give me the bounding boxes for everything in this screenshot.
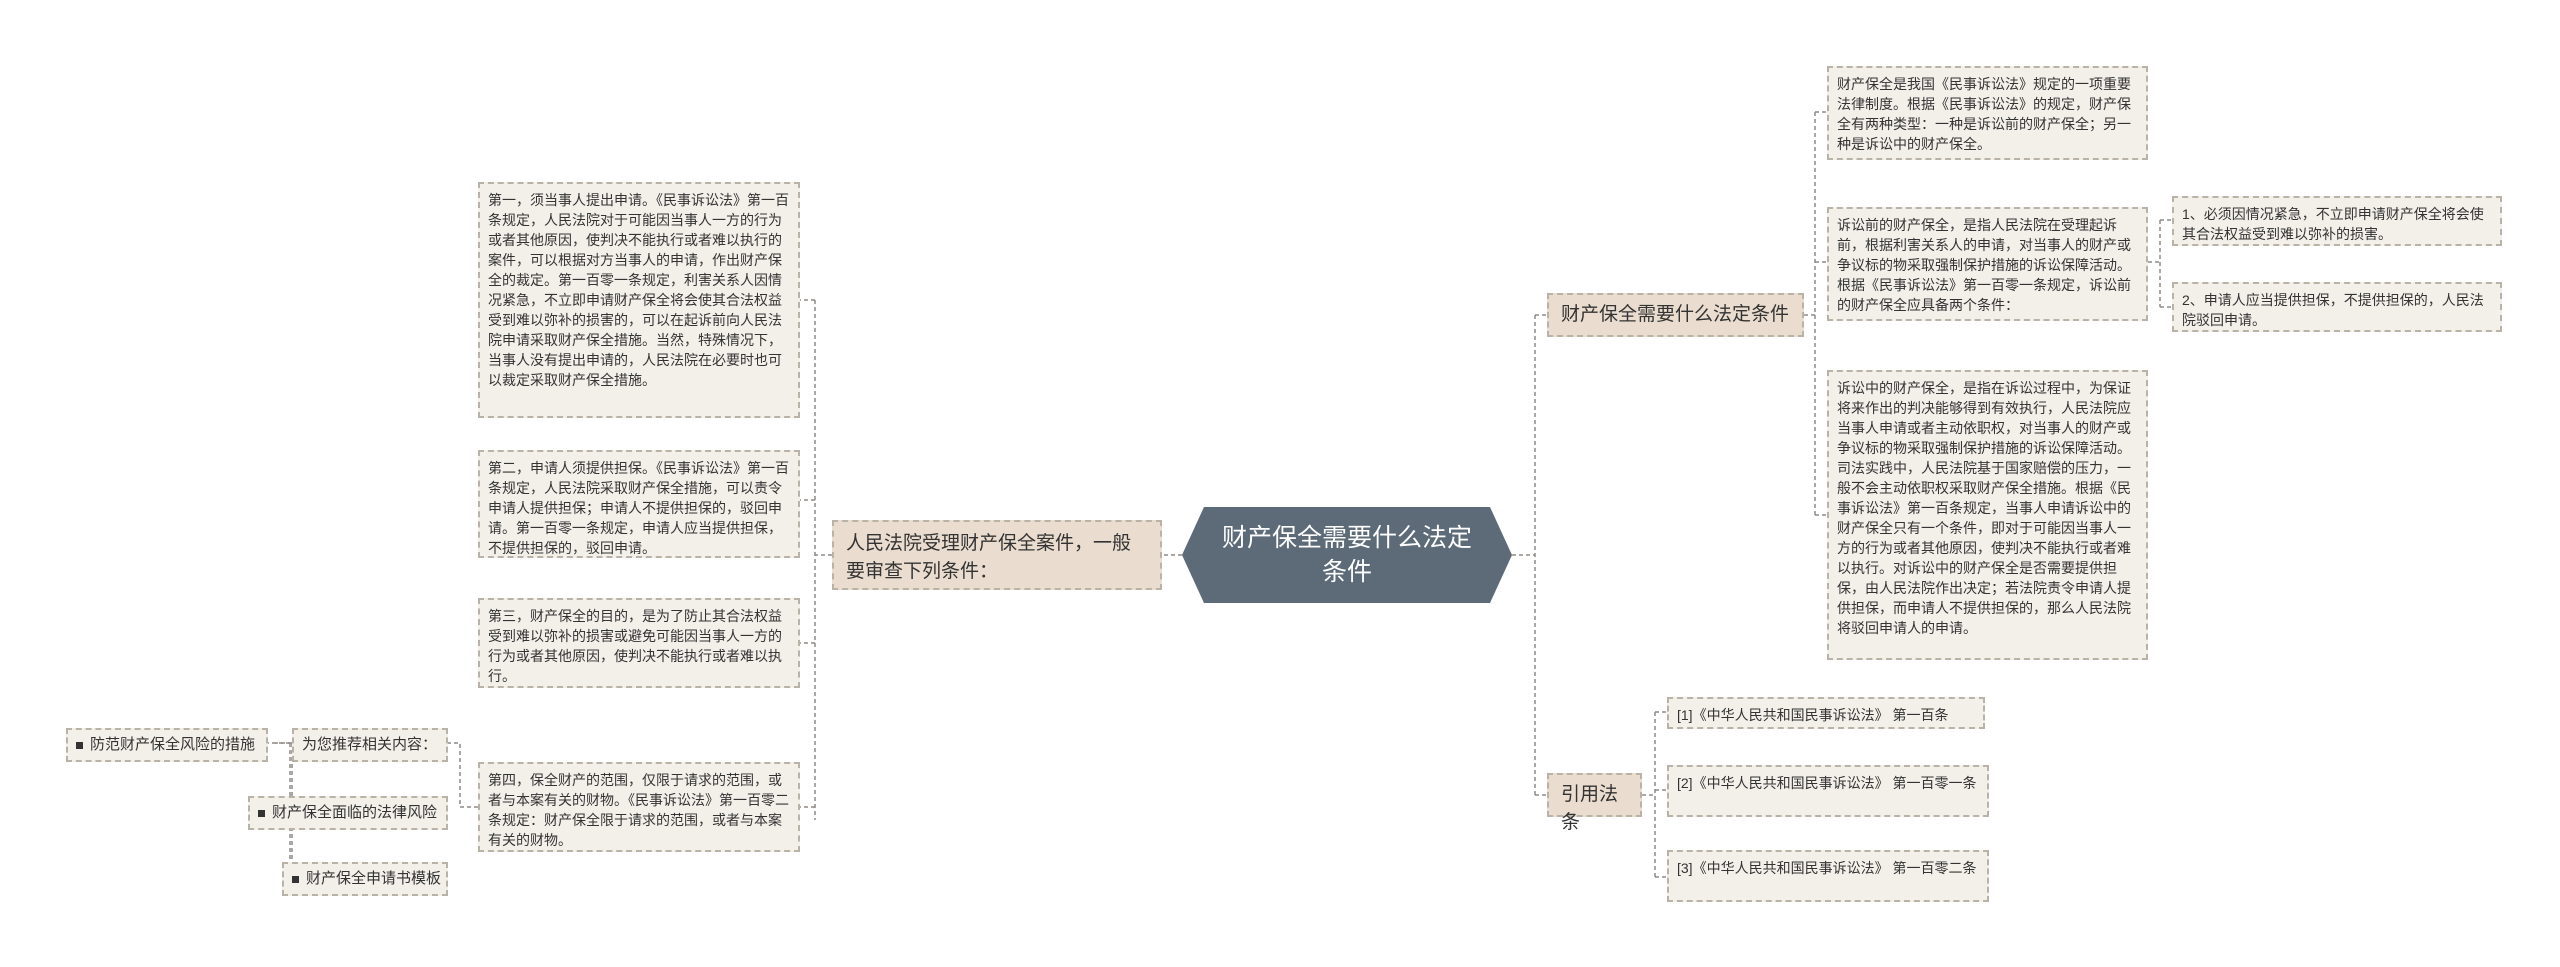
recommend-link-risk-measures[interactable]: 防范财产保全风险的措施 (66, 728, 268, 762)
branch-cited-laws[interactable]: 引用法条 (1547, 773, 1642, 833)
bullet-icon (258, 809, 265, 817)
root-node[interactable]: 财产保全需要什么法定条件 (1222, 524, 1473, 586)
recommend-link-legal-risks[interactable]: 财产保全面临的法律风险 (248, 796, 448, 830)
branch-legal-conditions[interactable]: 财产保全需要什么法定条件 (1547, 293, 1804, 337)
connector-recommend (448, 742, 478, 808)
connector-presuit (2148, 219, 2172, 308)
condition-3-purpose[interactable]: 第三，财产保全的目的，是为了防止其合法权益受到难以弥补的损害或避免可能因当事人一… (478, 598, 800, 688)
cited-law-3[interactable]: [3]《中华人民共和国民事诉讼法》 第一百零二条 (1667, 850, 1989, 902)
condition-4-scope[interactable]: 第四，保全财产的范围，仅限于请求的范围，或者与本案有关的财物。《民事诉讼法》第一… (478, 762, 800, 852)
link-text: 财产保全申请书模板 (306, 870, 442, 887)
condition-1-application[interactable]: 第一，须当事人提出申请。《民事诉讼法》第一百条规定，人民法院对于可能因当事人一方… (478, 182, 800, 418)
connector-conditions (1804, 111, 1827, 516)
connector-left-bus (800, 299, 832, 820)
root-node-shape (1182, 507, 1512, 603)
connector-root-right (1512, 314, 1547, 796)
pre-suit-condition-2[interactable]: 2、申请人应当提供担保，不提供担保的，人民法院驳回申请。 (2172, 282, 2502, 332)
link-text: 防范财产保全风险的措施 (90, 736, 256, 753)
pre-suit-condition-1[interactable]: 1、必须因情况紧急，不立即申请财产保全将会使其合法权益受到难以弥补的损害。 (2172, 196, 2502, 246)
recommend-link-application-template[interactable]: 财产保全申请书模板 (282, 862, 448, 896)
branch-court-review-conditions[interactable]: 人民法院受理财产保全案件，一般要审查下列条件： (832, 520, 1162, 590)
condition-2-guarantee[interactable]: 第二，申请人须提供担保。《民事诉讼法》第一百条规定，人民法院采取财产保全措施，可… (478, 450, 800, 558)
connector-laws (1642, 711, 1667, 878)
cited-law-1[interactable]: [1]《中华人民共和国民事诉讼法》 第一百条 (1667, 697, 1985, 729)
conditions-intro[interactable]: 财产保全是我国《民事诉讼法》规定的一项重要法律制度。根据《民事诉讼法》的规定，财… (1827, 66, 2148, 160)
link-text: 财产保全面临的法律风险 (272, 804, 438, 821)
pre-suit-preservation[interactable]: 诉讼前的财产保全，是指人民法院在受理起诉前，根据利害关系人的申请，对当事人的财产… (1827, 207, 2148, 321)
in-suit-preservation[interactable]: 诉讼中的财产保全，是指在诉讼过程中，为保证将来作出的判决能够得到有效执行，人民法… (1827, 370, 2148, 660)
bullet-icon (292, 875, 299, 883)
recommend-label: 为您推荐相关内容： (292, 728, 448, 762)
bullet-icon (76, 741, 83, 749)
cited-law-2[interactable]: [2]《中华人民共和国民事诉讼法》 第一百零一条 (1667, 765, 1989, 817)
